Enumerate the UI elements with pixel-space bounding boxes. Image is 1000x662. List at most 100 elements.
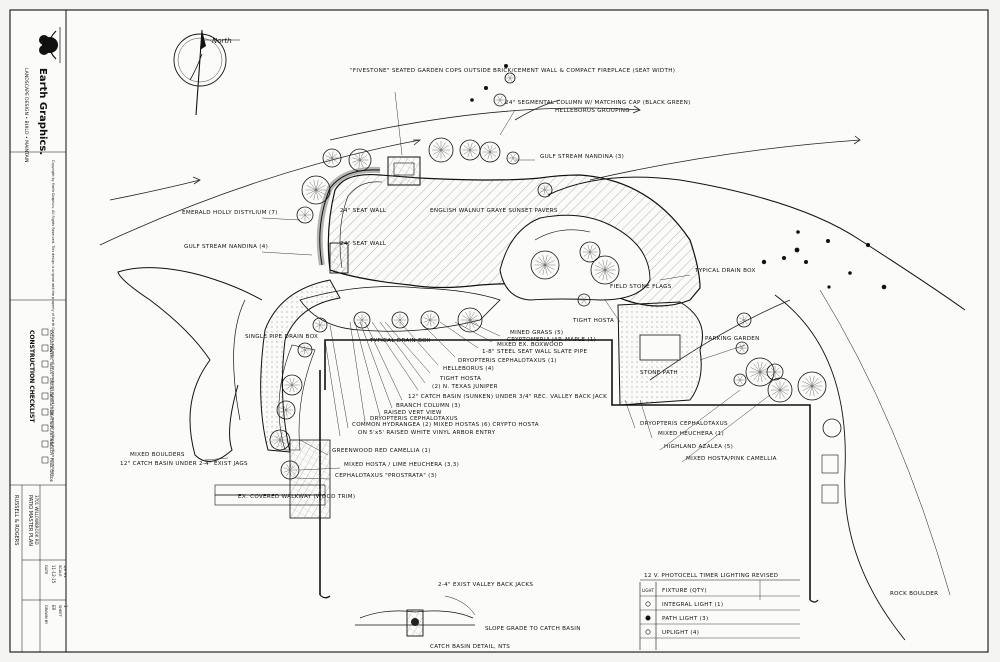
callout-label: MIXED HOSTA / LIME HEUCHERA (3,3) [344, 462, 459, 468]
plant-symbol [312, 317, 328, 333]
plant-symbol [301, 175, 331, 205]
callout-leader [469, 321, 501, 337]
copyright-note: Copyright by Earth Graphics. All Rights … [51, 160, 55, 478]
callout-label: MINED GRASS (5) [510, 330, 563, 336]
callout-label: DRYOPTERIS CEPHALOTAXUS [640, 421, 728, 427]
plant-symbol [281, 374, 303, 396]
hillside-grade-line [547, 176, 966, 311]
plant-symbol [590, 255, 620, 285]
checklist-box [41, 376, 49, 384]
plant-symbol [736, 312, 752, 328]
checklist-item: LIGHTING [49, 410, 53, 427]
plant-symbol [391, 311, 409, 329]
callout-label: SLOPE GRADE TO CATCH BASIN [485, 626, 581, 632]
callout-label: 12" CATCH BASIN (SUNKEN) UNDER 3/4" REC.… [408, 394, 607, 400]
plant-symbol [296, 206, 314, 224]
checklist-box [41, 440, 49, 448]
plant-symbol [766, 363, 784, 381]
catch-basin-detail [355, 595, 476, 637]
seat-block [329, 242, 349, 274]
plant-symbol [797, 371, 827, 401]
planting-island [499, 214, 651, 301]
lighting-legend: 12 V. PHOTOCELL TIMER LIGHTING REVISED L… [639, 573, 800, 650]
checklist-item: WALLS [49, 362, 53, 375]
callout-label: GULF STREAM NANDINA (4) [184, 244, 268, 250]
callout-leader [354, 321, 381, 417]
legend-item-label: PATH LIGHT (3) [662, 616, 708, 622]
callout-leader [604, 299, 621, 323]
plant-symbol [537, 182, 553, 198]
callout-label: MIXED BOULDERS [130, 452, 185, 458]
plant-symbol [280, 460, 300, 480]
north-label: North [212, 37, 232, 45]
date-value: 11-12-15 [51, 565, 56, 584]
callout-label: 24" SEGMENTAL COLUMN W/ MATCHING CAP (BL… [505, 100, 691, 106]
plant-symbol [577, 293, 591, 307]
callout-label: DRYOPTERIS CEPHALOTAXUS [370, 416, 458, 422]
callout-label: EX. COVERED WALKWAY (WOOD TRIM) [238, 494, 355, 500]
callout-label: HELLEBORUS (4) [443, 366, 494, 372]
checklist-box [41, 328, 49, 336]
callout-leader [364, 321, 403, 401]
callout-leader [659, 389, 741, 451]
callout-label: ENGLISH WALNUT GRAYE SUNSET PAVERS [430, 208, 558, 214]
scale-label: SCALE [58, 565, 62, 577]
callout-label: ROCK BOULDER [890, 591, 938, 597]
client-name: RUSSELL & ROGERS [13, 495, 19, 545]
project-name: PATIO MASTER PLAN [27, 495, 33, 546]
callout-label: GULF STREAM NANDINA (3) [540, 154, 624, 160]
callout-label: (2) N. TEXAS JUNIPER [432, 384, 498, 390]
checklist-item: EXCAVATION [49, 330, 53, 353]
plant-symbol [579, 241, 601, 263]
callout-leader [261, 251, 313, 256]
callout-label: HELLEBORUS GROUPING [555, 108, 630, 114]
north-arrow: North [173, 29, 240, 116]
plant-symbol [493, 93, 507, 107]
checklist-box [41, 344, 49, 352]
checklist-box [41, 360, 49, 368]
callout-label: SINGLE PIPE DRAIN BOX [245, 334, 318, 340]
callout-leader [624, 399, 636, 429]
project-address: 3701 WILLOWBROOK RD [34, 495, 39, 545]
callout-label: CRYPTOMERIA JAP. MAPLE (1) [507, 337, 596, 343]
callout-leader [204, 457, 229, 461]
legend-symbol: LIGHT [642, 588, 655, 593]
boulders [470, 64, 887, 290]
plant-symbol [767, 377, 793, 403]
sheet-number: 1 [63, 605, 68, 608]
callout-leader [499, 109, 516, 136]
plant-symbol [269, 429, 291, 451]
callout-leader [394, 91, 403, 156]
callout-label: STONE PATH [640, 370, 678, 376]
earth-graphics-logo [39, 27, 61, 63]
callout-label: COMMON HYDRANGEA (2) MIXED HOSTAS (6) CR… [352, 422, 539, 428]
callout-leader [639, 399, 653, 439]
plant-symbol [457, 307, 483, 333]
company-tagline: LANDSCAPE DESIGN • BUILD • MAINTAIN [23, 68, 29, 162]
callout-leader [261, 217, 301, 221]
checklist-item: DRAINAGE [49, 378, 53, 398]
callout-label: TYPICAL DRAIN BOX [694, 268, 756, 274]
callout-label: DRYOPTERIS CEPHALOTAXUS (1) [458, 358, 557, 364]
callout-label: ON 5'x5' RAISED WHITE VINYL ARBOR ENTRY [358, 430, 496, 436]
callout-label: MIXED HEUCHERA (1) [658, 431, 724, 437]
drawn-by-value: ER [51, 605, 56, 611]
callout-leader [454, 321, 493, 343]
callout-label: EMERALD HOLLY DISTYLIUM (7) [182, 210, 278, 216]
plant-symbol [479, 141, 501, 163]
sheet-label: SHEET [58, 605, 62, 618]
plant-symbol [504, 72, 516, 84]
plant-symbol [428, 137, 454, 163]
callout-label: 1-8" STEEL SEAT WALL SLATE PIPE [482, 349, 587, 355]
legend-symbol [645, 615, 651, 621]
legend-symbol [645, 601, 651, 607]
callout-leader [299, 439, 329, 456]
legend-item-label: FIXTURE (QTY) [662, 588, 707, 594]
legend-item-label: INTEGRAL LIGHT (1) [662, 602, 723, 608]
checklist-item: FINAL GRADE [49, 458, 53, 483]
callout-label: TIGHT HOSTA [572, 318, 614, 324]
callout-leader [439, 321, 479, 349]
callout-leader [379, 321, 426, 384]
callout-label: TIGHT HOSTA [439, 376, 481, 382]
callout-leader [349, 321, 366, 423]
